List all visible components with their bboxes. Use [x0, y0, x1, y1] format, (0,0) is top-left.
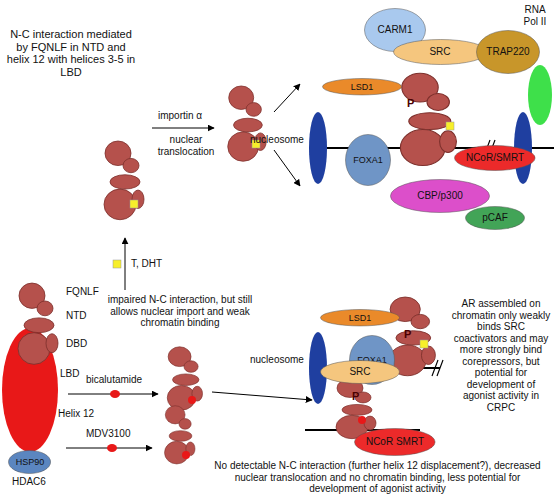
arrow — [125, 238, 126, 290]
annotation-text: importin α — [158, 110, 202, 122]
protein-name: LSD1 — [351, 82, 374, 92]
annotation-text: nuclear translocation — [148, 134, 224, 157]
annotation-text: P — [407, 97, 414, 110]
annotation-text: P — [404, 328, 411, 341]
ellipse-shape — [391, 180, 490, 213]
androgen-receptor — [400, 73, 456, 165]
annotation-text: Helix 12 — [58, 408, 94, 420]
protein-name: NCoR/SMRT — [466, 152, 524, 164]
ellipse-shape — [455, 146, 536, 171]
protein-name: CARM1 — [377, 24, 412, 36]
annotation-text: No detectable N-C interaction (further h… — [205, 460, 550, 495]
annotation-text: LBD — [60, 368, 79, 380]
protein-name: HSP90 — [16, 457, 45, 467]
protein-ellipse: HSP90 — [8, 450, 51, 474]
protein-name: NCoR SMRT — [366, 436, 424, 448]
ellipse-shape — [321, 310, 400, 326]
androgen-receptor — [336, 379, 376, 439]
ellipse-shape — [477, 31, 540, 74]
annotation-text: nucleosome — [250, 354, 304, 366]
annotation-text: bicalutamide — [86, 374, 142, 386]
androgen-receptor — [165, 406, 195, 464]
antiandrogen — [110, 390, 120, 398]
androgen-receptor — [228, 86, 266, 161]
ellipse-shape — [393, 40, 487, 65]
protein-ellipse: SRC — [393, 39, 488, 65]
protein-name: SRC — [429, 46, 450, 58]
antiandrogen — [182, 451, 190, 459]
antiandrogen — [358, 416, 366, 424]
annotation-text: HDAC6 — [12, 476, 46, 488]
protein-ellipse: LSD1 — [320, 309, 400, 326]
protein-ellipse: CBP/p300 — [390, 179, 490, 213]
annotation-text: T, DHT — [131, 258, 162, 270]
arrow — [212, 392, 312, 400]
annotation-text: DBD — [66, 338, 87, 350]
protein-name: FOXA1 — [353, 155, 383, 165]
nucleosome — [309, 112, 327, 184]
annotation-text: P — [352, 390, 359, 403]
break-mark — [437, 360, 443, 376]
ellipse-shape — [355, 429, 436, 456]
arrow — [274, 84, 300, 112]
protein-name: SRC — [349, 366, 370, 378]
arrow — [152, 128, 214, 129]
protein-ellipse: TRAP220 — [476, 30, 540, 74]
antiandrogen — [188, 396, 196, 404]
androgen-ligand — [130, 200, 138, 208]
androgen-ligand — [446, 122, 454, 130]
annotation-text: FQNLF — [66, 286, 99, 298]
annotation-text: RNA Pol II — [518, 4, 552, 27]
androgen-ligand — [420, 340, 428, 348]
androgen-receptor — [389, 297, 435, 376]
ellipse-shape — [346, 135, 391, 186]
protein-name: pCAF — [482, 212, 508, 224]
protein-ellipse: pCAF — [465, 206, 525, 230]
rna-pol-ii — [528, 65, 552, 125]
antiandrogen — [107, 444, 117, 452]
protein-name: CBP/p300 — [417, 190, 463, 202]
ellipse-shape — [323, 79, 402, 95]
annotation-text: impaired N-C interaction, but still allo… — [104, 294, 256, 329]
annotation-text: NTD — [66, 310, 87, 322]
ellipse-shape — [321, 361, 400, 384]
androgen-ligand — [113, 260, 121, 268]
androgen-receptor — [18, 283, 58, 364]
ellipse-shape — [9, 451, 51, 474]
ellipse-shape — [466, 207, 525, 230]
protein-ellipse: SRC — [320, 360, 400, 384]
androgen-receptor — [167, 347, 202, 410]
protein-ellipse: NCoR/SMRT — [454, 145, 536, 171]
protein-ellipse: FOXA1 — [345, 134, 391, 186]
annotation-text: nucleosome — [250, 134, 304, 146]
androgen-receptor — [104, 141, 144, 220]
protein-ellipse: NCoR SMRT — [354, 428, 436, 456]
annotation-text: AR assembled on chromatin only weakly bi… — [450, 298, 552, 413]
annotation-text: MDV3100 — [86, 428, 130, 440]
annotation-text: N-C interaction mediated by FQNLF in NTD… — [5, 28, 137, 79]
arrow — [274, 150, 300, 186]
protein-name: TRAP220 — [486, 46, 529, 58]
protein-name: LSD1 — [349, 313, 372, 323]
protein-ellipse: LSD1 — [322, 78, 402, 95]
